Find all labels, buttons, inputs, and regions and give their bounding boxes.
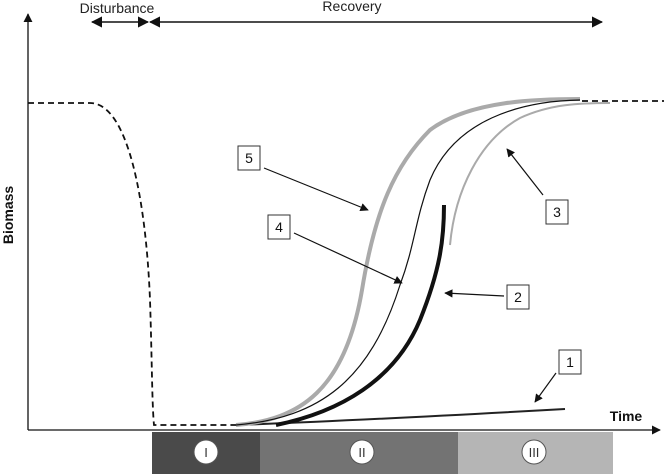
pointer-arrow-1	[534, 372, 557, 403]
biomass-decline-dashed-curve	[28, 102, 236, 426]
phase-i-marker	[193, 439, 219, 465]
disturbance-label: Disturbance	[80, 0, 155, 16]
phase-iii-label: III	[529, 445, 540, 460]
pointer-arrow-5	[263, 167, 369, 212]
label-box-5: 5	[237, 145, 261, 171]
curve-2-line	[275, 204, 446, 427]
phase-bar: I II III	[152, 432, 613, 474]
y-axis-label: Biomass	[0, 186, 16, 245]
label-box-5-text: 5	[245, 150, 253, 166]
phase-ii-label: II	[358, 445, 365, 460]
label-box-3-text: 3	[553, 204, 561, 220]
recovery-label: Recovery	[322, 0, 381, 14]
x-axis-label: Time	[610, 408, 643, 424]
pointer-arrow-3	[506, 148, 544, 196]
label-box-4: 4	[267, 214, 291, 240]
pointer-arrow-2	[444, 289, 505, 298]
label-box-1-text: 1	[566, 354, 574, 370]
label-box-4-text: 4	[275, 219, 283, 235]
label-box-2: 2	[506, 284, 530, 310]
curve-1-line	[235, 408, 566, 426]
phase-iii-marker	[521, 439, 547, 465]
pointer-arrow-4	[293, 232, 403, 284]
phase-ii-marker	[349, 439, 375, 465]
phase-i-label: I	[204, 445, 208, 460]
curve-5-line	[235, 97, 581, 427]
label-box-3: 3	[545, 199, 569, 225]
curve-3-line	[449, 102, 611, 246]
label-box-2-text: 2	[514, 289, 522, 305]
curve-4-line	[235, 99, 581, 426]
label-box-1: 1	[558, 349, 582, 375]
